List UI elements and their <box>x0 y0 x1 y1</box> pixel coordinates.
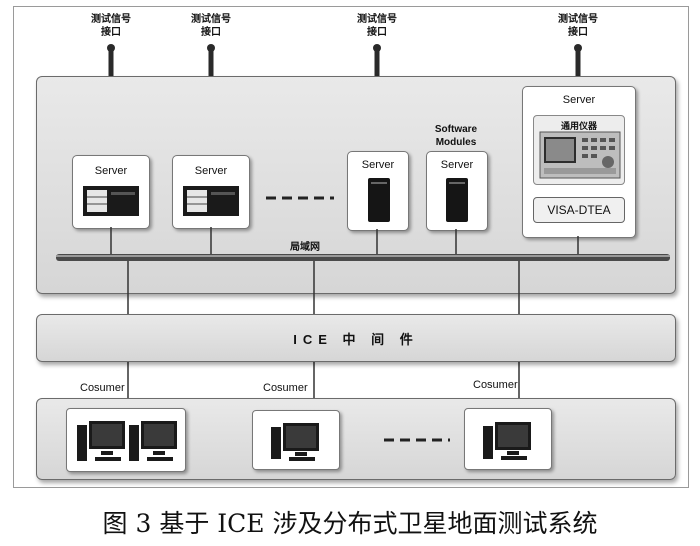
lan-label: 局域网 <box>290 242 320 253</box>
server-3: Server <box>347 151 409 231</box>
test-instrument: 通用仪器 <box>533 115 625 185</box>
rack-server-icon <box>83 186 139 216</box>
workstation-icon <box>483 422 531 460</box>
signal-interface-label-3: 测试信号接口 <box>357 14 397 38</box>
rack-server-icon <box>183 186 239 216</box>
consumer-3 <box>464 408 552 470</box>
ice-middleware: ICE 中 间 件 <box>36 314 676 362</box>
server-label: Server <box>194 165 228 177</box>
tower-server-icon <box>368 178 390 222</box>
consumer-1 <box>66 408 186 472</box>
consumer-label-1: Cosumer <box>80 382 125 394</box>
server-5: Server 通用仪器 VISA-DTEA <box>522 86 636 238</box>
consumer-label-2: Cosumer <box>263 382 308 394</box>
tower-server-icon <box>446 178 468 222</box>
signal-interface-label-4: 测试信号接口 <box>558 14 598 38</box>
figure-caption: 图 3 基于 ICE 涉及分布式卫星地面测试系统 <box>102 509 598 538</box>
consumer-label-3: Cosumer <box>473 379 518 391</box>
signal-interface-label-1: 测试信号接口 <box>91 14 131 38</box>
consumer-2 <box>252 410 340 470</box>
signal-interface-label-2: 测试信号接口 <box>191 14 231 38</box>
workstation-icon <box>271 423 319 461</box>
visa-dtea-module: VISA-DTEA <box>533 197 625 223</box>
server-label: Server <box>361 159 395 171</box>
test-instrument-icon <box>539 131 621 179</box>
instrument-label: 通用仪器 <box>560 121 597 131</box>
server-label: Server <box>562 94 596 106</box>
server-4: Server <box>426 151 488 231</box>
dual-workstation-icon <box>77 421 177 461</box>
server-label: Server <box>94 165 128 177</box>
middleware-label: ICE 中 间 件 <box>293 332 419 347</box>
server-label: Server <box>440 159 474 171</box>
server-1: Server <box>72 155 150 229</box>
